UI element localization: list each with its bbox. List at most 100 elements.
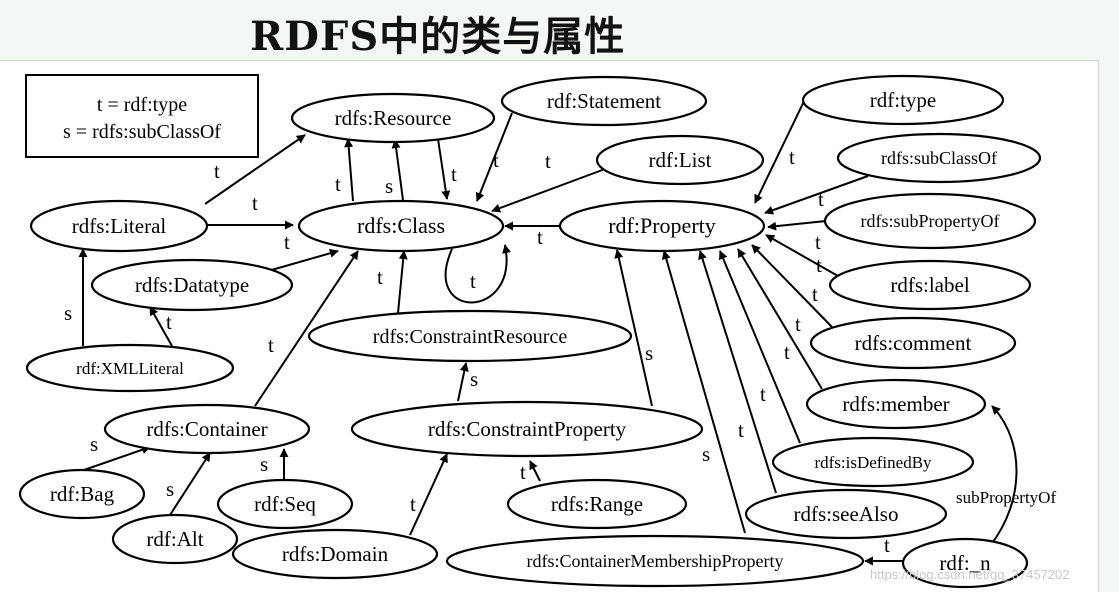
- label-xmlliteral-datatype: t: [166, 310, 172, 334]
- node-seq: rdf:Seq: [216, 478, 354, 530]
- label-resource-class: t: [451, 162, 457, 186]
- label-property-class: t: [537, 225, 543, 249]
- label-cmp-property: s: [702, 442, 710, 466]
- edge-subclassof-property: [764, 175, 869, 215]
- label-list-class: t: [545, 149, 551, 173]
- label-subclassof-property: t: [818, 187, 824, 211]
- node-container-membership-property: rdfs:ContainerMembershipProperty: [445, 534, 865, 588]
- label-container-class: t: [268, 333, 274, 357]
- title-bar: RDFS中的类与属性: [0, 0, 1119, 60]
- label-rdfn-cmp: t: [884, 533, 890, 557]
- legend: t = rdf:type s = rdfs:subClassOf: [25, 74, 259, 158]
- label-cmp-property-t: t: [738, 418, 744, 442]
- edge-literal-resource: [204, 134, 306, 205]
- edge-subpropertyof-property: [767, 220, 827, 231]
- node-seealso-label: rdfs:seeAlso: [794, 502, 899, 526]
- edge-alt-container: [169, 452, 211, 516]
- node-label: rdfs:label: [828, 259, 1032, 311]
- edge-member-property: [737, 248, 823, 390]
- node-subclassof: rdfs:subClassOf: [836, 132, 1042, 184]
- node-type-label: rdf:type: [870, 88, 936, 112]
- edge-class-resource-s: [391, 139, 404, 201]
- node-range-label: rdfs:Range: [551, 492, 643, 516]
- edge-class-self: [444, 244, 511, 304]
- diagram-canvas: t = rdf:type s = rdfs:subClassOf: [0, 60, 1099, 592]
- node-bag-label: rdf:Bag: [50, 482, 115, 506]
- edge-label-property: [765, 234, 839, 277]
- edge-constraintproperty-constraintresource: [457, 362, 469, 402]
- node-comment: rdfs:comment: [809, 316, 1017, 370]
- node-constraint-resource: rdfs:ConstraintResource: [307, 309, 633, 363]
- node-container-label: rdfs:Container: [146, 417, 267, 441]
- node-alt-label: rdf:Alt: [146, 527, 203, 551]
- node-type: rdf:type: [801, 74, 1005, 126]
- legend-line-2: s = rdfs:subClassOf: [63, 121, 221, 143]
- node-constraint-resource-label: rdfs:ConstraintResource: [373, 326, 568, 348]
- label-literal-resource: t: [214, 159, 220, 183]
- label-seealso-property: t: [760, 382, 766, 406]
- edge-range-constraintproperty: [529, 460, 541, 482]
- edge-statement-class: [475, 112, 513, 202]
- node-subclassof-label: rdfs:subClassOf: [881, 148, 997, 168]
- node-datatype: rdfs:Datatype: [90, 258, 294, 312]
- node-class: rdfs:Class: [297, 199, 505, 253]
- edge-domain-constraintproperty: [409, 453, 448, 536]
- label-constraintproperty-property: s: [645, 341, 653, 365]
- edge-comment-property: [751, 244, 833, 328]
- node-resource-label: rdfs:Resource: [335, 106, 452, 130]
- node-domain-label: rdfs:Domain: [282, 542, 389, 566]
- label-subpropertyof-property: t: [815, 230, 821, 254]
- node-class-label: rdfs:Class: [357, 213, 445, 238]
- watermark: https://blog.csdn.net/qq_37457202: [870, 567, 1070, 582]
- node-xmlliteral: rdf:XMLLiteral: [25, 343, 235, 393]
- edge-type-property: [754, 92, 809, 204]
- node-seealso: rdfs:seeAlso: [744, 488, 948, 540]
- edge-constraintresource-class: [397, 250, 408, 314]
- node-constraint-property-label: rdfs:ConstraintProperty: [428, 417, 627, 441]
- edge-cmp-property: [661, 250, 746, 534]
- label-comment-property: t: [812, 282, 818, 306]
- edge-rdfn-member: [989, 405, 1018, 547]
- label-seq-container: s: [260, 452, 268, 476]
- node-range: rdfs:Range: [506, 478, 688, 530]
- node-alt: rdf:Alt: [111, 513, 239, 565]
- node-rdf-n-label: rdf:_n: [939, 551, 991, 575]
- node-container: rdfs:Container: [103, 403, 311, 455]
- rdfs-class-diagram: t = rdf:type s = rdfs:subClassOf: [18, 74, 1070, 589]
- edge-seealso-property: [698, 250, 777, 494]
- node-label-label: rdfs:label: [890, 273, 969, 297]
- label-rdfn-member: subPropertyOf: [956, 488, 1056, 507]
- edges: [78, 92, 1018, 566]
- node-statement: rdf:Statement: [500, 75, 708, 127]
- label-isdefinedby-property: t: [784, 340, 790, 364]
- label-class-resource-s: s: [385, 174, 393, 198]
- legend-line-1: t = rdf:type: [97, 94, 187, 116]
- label-xmlliteral-literal: s: [64, 301, 72, 325]
- nodes: rdfs:Resource rdf:Statement rdf:List rdf…: [18, 74, 1042, 589]
- edge-bag-container: [83, 445, 151, 471]
- page-title: RDFS中的类与属性: [250, 13, 626, 60]
- edge-resource-class: [437, 138, 451, 200]
- node-comment-label: rdfs:comment: [855, 331, 972, 355]
- node-bag: rdf:Bag: [18, 468, 146, 520]
- label-member-property: t: [795, 312, 801, 336]
- node-seq-label: rdf:Seq: [254, 492, 316, 516]
- node-isdefinedby: rdfs:isDefinedBy: [771, 436, 975, 488]
- label-datatype-class: t: [284, 230, 290, 254]
- node-member: rdfs:member: [805, 378, 987, 430]
- node-domain: rdfs:Domain: [231, 528, 439, 580]
- node-isdefinedby-label: rdfs:isDefinedBy: [814, 453, 932, 472]
- label-label-property: t: [816, 253, 822, 277]
- label-range-constraintproperty: t: [520, 460, 526, 484]
- label-constraintresource-class: t: [377, 265, 383, 289]
- node-subpropertyof: rdfs:subPropertyOf: [823, 192, 1037, 250]
- edge-constraintproperty-property: [614, 249, 653, 407]
- label-class-self: t: [470, 269, 476, 293]
- label-class-resource-t: t: [335, 172, 341, 196]
- edge-list-class: [491, 168, 606, 213]
- node-subpropertyof-label: rdfs:subPropertyOf: [861, 211, 1000, 231]
- label-statement-class: t: [493, 148, 499, 172]
- node-literal: rdfs:Literal: [29, 199, 209, 253]
- label-type-property: t: [789, 145, 795, 169]
- node-rdf-n: rdf:_n: [901, 537, 1029, 589]
